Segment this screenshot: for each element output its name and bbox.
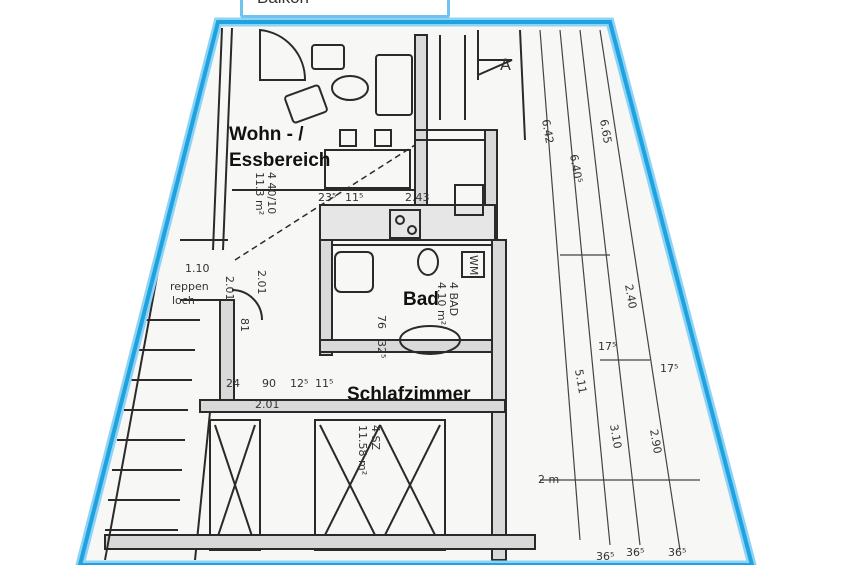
dim-2-01-c: 2.01 (255, 398, 280, 411)
dim-wohn-area2: 11.3 m² (253, 172, 266, 215)
dim-wohn-area: 4 40/10 (265, 172, 278, 214)
dim-76: 76 (375, 315, 388, 329)
room-label-living-line2: Essbereich (229, 150, 331, 171)
dim-schlaf-area2: 11.58 m² (356, 425, 369, 475)
dim-2m: 2 m (538, 473, 559, 486)
dim-bad-area2: 4.10 m² (435, 282, 448, 325)
stair-width: 1.10 (185, 262, 210, 275)
dim-11b: 11⁵ (315, 377, 333, 390)
dim-24: 24 (226, 377, 240, 390)
dim-2-01-a: 2.01 (255, 270, 268, 295)
dim-5-11: 5.11 (572, 368, 589, 394)
balcony-label: Balkon (257, 0, 309, 8)
dimension-labels: 2.43 23⁵ 11⁵ 4 40/10 11.3 m² 2.01 2.01 8… (170, 118, 686, 563)
dim-23: 23⁵ (318, 191, 336, 204)
dim-6-40: 6.40⁵ (567, 153, 585, 184)
furniture (231, 28, 485, 355)
dim-32: 32⁵ (375, 340, 388, 358)
dim-11: 11⁵ (345, 191, 363, 204)
dim-2-90: 2.90 (647, 428, 664, 454)
wm-label: WM (467, 255, 480, 275)
dim-bad-area: 4 BAD (447, 282, 460, 316)
stair-note-2: loch (172, 294, 195, 307)
room-label-bedroom: Schlafzimmer (347, 384, 471, 405)
room-label-living-line1: Wohn - / (229, 124, 304, 145)
stair-note-1: reppen (170, 280, 209, 293)
section-marker: A (500, 55, 511, 74)
dim-36-b: 36⁵ (626, 546, 644, 559)
dim-81: 81 (238, 318, 251, 332)
dim-schlaf-area: 4 SZ (369, 425, 382, 450)
dim-36-c: 36⁵ (668, 546, 686, 559)
dim-17-b: 17⁵ (660, 362, 678, 375)
dim-17-a: 17⁵ (598, 340, 616, 353)
room-label-living: Wohn - / Essbereich (229, 122, 330, 174)
dim-6-42: 6.42 (539, 118, 556, 144)
dim-2-43: 2.43 (405, 191, 430, 204)
dim-2-40: 2.40 (622, 283, 639, 309)
plan-paper (80, 22, 752, 565)
dim-6-65: 6.65 (597, 118, 614, 144)
balcony-label-box: Balkon (240, 0, 450, 18)
dim-12: 12⁵ (290, 377, 308, 390)
room-label-bath: Bad (403, 289, 439, 310)
dim-2-01-b: 2.01 (223, 276, 236, 301)
plan-outline-inner (77, 20, 755, 565)
dimension-lines (539, 29, 700, 551)
dim-90: 90 (262, 377, 276, 390)
dim-3-10: 3.10 (607, 423, 624, 449)
dim-36-a: 36⁵ (596, 550, 614, 563)
